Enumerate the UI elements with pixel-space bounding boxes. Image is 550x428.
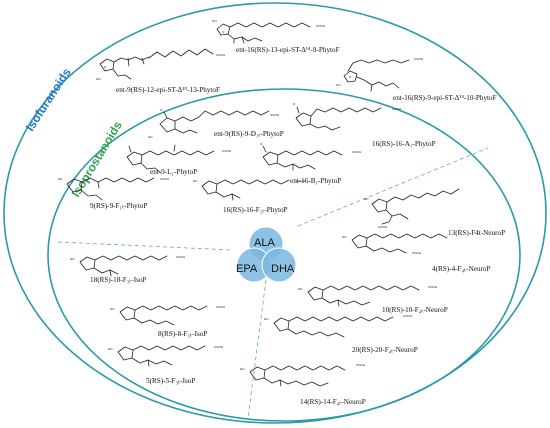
atom-label: COOH	[270, 113, 279, 117]
atom-label: HO	[342, 235, 347, 239]
label-f4t-10: 10(RS)-10-F₄ₜ-NeuroP	[382, 306, 448, 314]
atom-label: COOH	[296, 179, 305, 183]
venn-label-epa: EPA	[236, 263, 258, 275]
atom-label: HO	[108, 347, 113, 351]
structure-f1t-16: COOH HO	[193, 179, 305, 201]
isoprostanoids-label: Isoprostanoids	[69, 118, 125, 199]
venn-diagram: ALA EPA DHA	[236, 226, 297, 283]
label-d1-phytop: ent-9(RS)-9-D₁ₜ-PhytoP	[214, 130, 284, 138]
structure-l1-phytop: COOH	[126, 144, 231, 174]
structure-f4t-10: COOH HO	[298, 285, 437, 307]
atom-label: COOH	[214, 345, 223, 349]
structure-f1t-9: COOH HO	[58, 177, 169, 201]
atom-label: HO	[364, 197, 369, 201]
structure-b1-phytop: COOH O	[260, 142, 361, 171]
atom-label: HO	[193, 179, 198, 183]
outer-ellipse	[3, 2, 547, 424]
atom-label: HO	[240, 367, 245, 371]
atom-label: O	[160, 108, 163, 112]
structure-f4t-13: HO COOH	[364, 188, 460, 229]
atom-label: COOH	[316, 24, 325, 28]
label-f1t-9: 9(RS)-9-F₁ₜ-PhytoP	[90, 202, 147, 210]
label-phytof-9: ent-16(RS)-9-epi-ST-Δ¹⁴-10-PhytoF	[393, 94, 497, 102]
atom-label: O	[104, 65, 107, 69]
atom-label: O	[222, 30, 225, 34]
atom-label: HO	[264, 317, 269, 321]
structure-f4t-14: COOH HO	[240, 363, 365, 387]
label-phytof-12: ent-9(RS)-12-epi-ST-Δ¹⁰-13-PhytoF	[116, 86, 220, 94]
atom-label: O	[349, 75, 352, 79]
divider-left	[57, 241, 233, 251]
label-phytof-13: ent-16(RS)-13-epi-ST-Δ¹⁴-9-PhytoF	[236, 46, 340, 54]
atom-label: HO	[58, 177, 63, 181]
label-f4t-13: 13(RS)-F4t-NeuroP	[448, 229, 505, 237]
atom-label: OH	[212, 19, 217, 23]
structure-isop-5: COOH HO	[108, 345, 223, 367]
atom-label: O	[293, 102, 296, 106]
atom-label: COOH	[222, 149, 231, 153]
atom-label: COOH	[216, 53, 225, 57]
structure-phytof-13: COOH OH O	[212, 19, 325, 44]
label-isop-8: 8(RS)-8-F₃ₜ-IsoP	[158, 330, 207, 338]
label-f1t-16: 16(RS)-16-F₁ₜ-PhytoP	[223, 206, 288, 214]
structure-phytof-9: COOH OH O	[336, 57, 423, 92]
atom-label: HO	[70, 257, 75, 261]
atom-label: COOH	[392, 107, 401, 111]
atom-label: HO	[110, 307, 115, 311]
label-isop-18: 18(RS)-18-F₃ₜ-IsoP	[90, 276, 147, 284]
venn-circle-dha	[261, 247, 297, 283]
isofuranoids-label: Isofuranoids	[23, 65, 74, 133]
divider-bottom	[247, 279, 267, 419]
atom-label: COOH	[428, 285, 437, 289]
structure-f4t-4: COOH HO	[342, 233, 448, 255]
atom-label: COOH	[176, 255, 185, 259]
venn-label-ala: ALA	[254, 237, 275, 249]
inner-ellipse	[47, 88, 521, 422]
label-l1-phytop: ent-9-L₁-PhytoP	[150, 168, 197, 176]
structure-isop-18: COOH HO	[70, 255, 185, 277]
venn-label-dha: DHA	[271, 263, 295, 275]
atom-label: COOH	[403, 314, 412, 318]
atom-label: COOH	[216, 305, 225, 309]
label-f4t-4: 4(RS)-4-F₄ₜ-NeuroP	[432, 265, 491, 273]
structure-f4t-20: COOH HO	[264, 314, 412, 338]
structure-phytof-12: COOH OH O	[96, 48, 225, 81]
structure-a1-phytop: COOH O	[293, 102, 401, 131]
atom-label: COOH	[352, 150, 361, 154]
atom-label: COOH	[412, 251, 421, 255]
atom-label: COOH	[414, 57, 423, 61]
atom-label: COOH	[378, 225, 387, 229]
atom-label: HO	[148, 135, 153, 139]
label-f4t-20: 20(RS)-20-F₄ₜ-NeuroP	[352, 346, 418, 354]
atom-label: HO	[298, 287, 303, 291]
atom-label: OH	[96, 77, 101, 81]
structure-d1-phytop: COOH O HO	[148, 108, 279, 139]
label-isop-5: 5(RS)-5-F₃ₜ-IsoP	[146, 377, 195, 385]
atom-label: COOH	[356, 363, 365, 367]
structure-isop-8: COOH HO	[110, 305, 225, 326]
atom-label: COOH	[160, 177, 169, 181]
label-b1-phytop: ent-16-B₁-PhytoP	[290, 177, 341, 185]
label-a1-phytop: 16(RS)-16-A₁-PhytoP	[372, 140, 436, 148]
divider-top-right	[297, 147, 489, 227]
atom-label: OH	[336, 83, 341, 87]
atom-label: O	[260, 142, 263, 146]
label-f4t-14: 14(RS)-14-F₄ₜ-NeuroP	[300, 398, 366, 406]
